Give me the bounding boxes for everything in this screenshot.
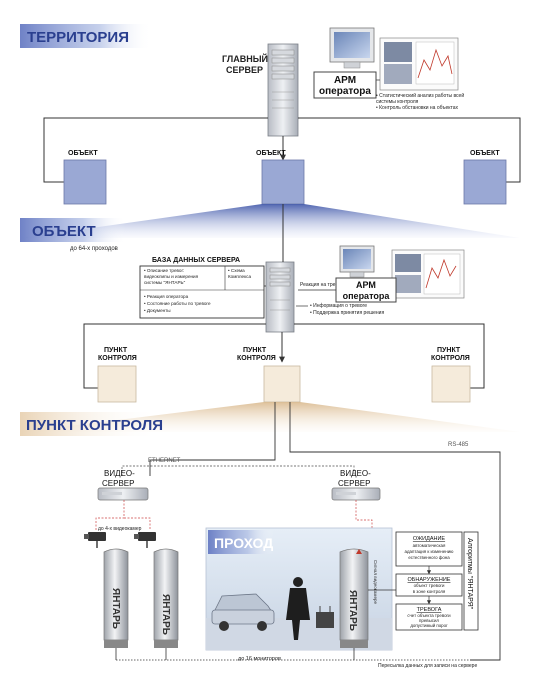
cp-left-label-2: КОНТРОЛЯ xyxy=(98,355,137,362)
operator-screenshot xyxy=(379,37,459,91)
arm-label-2-1: АРМ xyxy=(356,280,376,290)
checkpoint-band xyxy=(20,412,160,436)
db-right-1: • Схема xyxy=(228,268,245,273)
main-server-label-1: ГЛАВНЫЙ xyxy=(222,53,268,64)
link-main-to-object-left xyxy=(43,117,268,183)
db-left-3: системы "ЯНТАРЬ" xyxy=(144,280,186,285)
db-box xyxy=(139,265,265,319)
operator-screenshot-2 xyxy=(391,249,465,299)
ethernet-line xyxy=(121,465,355,476)
mode-alarm-line-2: превысил xyxy=(419,618,439,623)
mode-waiting-line-1: автоматическая xyxy=(413,543,446,548)
object-center-label: ОБЪЕКТ xyxy=(256,150,286,157)
object-box-left xyxy=(63,159,107,205)
territory-band xyxy=(20,24,152,48)
camera-icon-left-2 xyxy=(134,532,156,548)
cp-left-label-1: ПУНКТ xyxy=(104,347,128,354)
vs-left-label-2: СЕРВЕР xyxy=(102,479,134,488)
cp-box-right xyxy=(431,365,471,403)
arm-label-2-2: оператора xyxy=(343,291,391,301)
yantar-pillar-left-2 xyxy=(153,548,179,648)
info-1: • Информация о тревоге xyxy=(310,303,367,309)
link-cp-to-ethernet xyxy=(149,402,276,476)
db-right-2: Комплекса xyxy=(228,274,251,279)
section-passage: ПРОХОД xyxy=(214,535,273,551)
camera-icon-left-1 xyxy=(84,532,106,548)
rs485-label: RS-485 xyxy=(448,442,469,448)
mode-waiting-line-3: естественного фона xyxy=(408,555,450,560)
db-bottom-3: • Документы xyxy=(144,308,171,313)
object-left-label: ОБЪЕКТ xyxy=(68,150,98,157)
section-territory: ТЕРРИТОРИЯ xyxy=(27,29,129,46)
territory-note-2: системы контроля xyxy=(376,99,419,105)
section-object: ОБЪЕКТ xyxy=(32,223,96,240)
mode-detection-line-1: объект тревоги xyxy=(414,583,445,588)
mode-detection-line-2: в зоне контроля xyxy=(413,589,446,594)
cp-center-label-1: ПУНКТ xyxy=(243,347,267,354)
link-server-to-cp-left xyxy=(83,323,266,389)
signal-label: Сигнал видеокамере xyxy=(373,560,378,604)
video-server-right-icon xyxy=(331,487,381,501)
data-transfer-label: Пересылка данных для записи на сервере xyxy=(378,663,477,669)
db-title: БАЗА ДАННЫХ СЕРВЕРА xyxy=(152,257,240,264)
territory-note-3: • Контроль обстановки на объектах xyxy=(376,105,458,111)
mode-box-alarm xyxy=(395,603,463,631)
link-server-to-cp-right xyxy=(294,323,485,389)
cp-box-left xyxy=(97,365,137,403)
operator-monitor-icon-2 xyxy=(339,245,375,278)
cp-box-center xyxy=(263,365,301,403)
operator-monitor-icon xyxy=(329,27,375,69)
mode-alarm-line-3: допустимый порог xyxy=(410,623,448,628)
mode-alarm-line-1: счет объекта тревоги xyxy=(407,613,451,618)
arm-operator-box-2: АРМ оператора xyxy=(335,277,397,303)
object-box-right xyxy=(463,159,507,205)
yantar-pillar-left-1 xyxy=(103,548,129,648)
mode-waiting-line-2: адаптация к изменению xyxy=(405,549,455,554)
main-server-icon xyxy=(267,43,299,137)
yantar-pillar-right xyxy=(339,548,369,648)
object-box-center xyxy=(261,159,305,205)
db-bottom-1: • Реакция оператора xyxy=(144,294,189,299)
link-main-to-object-right xyxy=(298,117,521,183)
db-bottom-2: • Состояние работы по тревоге xyxy=(144,301,211,306)
passage-band xyxy=(208,530,274,554)
vs-right-label-2: СЕРВЕР xyxy=(338,479,370,488)
cp-right-label-1: ПУНКТ xyxy=(437,347,461,354)
arm-operator-box-top: АРМ оператора xyxy=(313,71,377,99)
ethernet-label: ETHERNET xyxy=(148,458,181,464)
object-server-icon xyxy=(265,261,295,333)
object-band xyxy=(20,218,126,242)
cp-right-label-2: КОНТРОЛЯ xyxy=(431,355,470,362)
up-to-64: до 64-х проходов xyxy=(70,246,118,252)
alarm-reaction: Реакция на тревогу xyxy=(300,282,346,288)
main-server-label-2: СЕРВЕР xyxy=(226,65,263,75)
db-left-1: • Описание тревог: xyxy=(144,268,184,273)
up-to-cameras: до 4-х видеокамер xyxy=(98,526,142,532)
arm-label-top-1: АРМ xyxy=(334,75,356,86)
modes-title: Алгоритмы "ЯНТАРЯ" xyxy=(466,538,473,610)
cp-center-label-2: КОНТРОЛЯ xyxy=(237,355,276,362)
mode-waiting-title: ОЖИДАНИЕ xyxy=(413,536,446,542)
object-fan xyxy=(20,204,520,238)
arm-label-top-2: оператора xyxy=(319,86,371,97)
yantar-label-1: ЯНТАРЬ xyxy=(110,588,121,629)
vs-left-label-1: ВИДЕО- xyxy=(104,469,135,478)
mode-alarm-title: ТРЕВОГА xyxy=(417,607,442,613)
yantar-label-3: ЯНТАРЬ xyxy=(347,590,358,631)
section-checkpoint: ПУНКТ КОНТРОЛЯ xyxy=(26,417,163,434)
modes-title-box xyxy=(463,531,479,631)
mode-box-waiting xyxy=(395,531,463,567)
info-2: • Поддержка принятия решения xyxy=(310,310,384,316)
vs-right-label-1: ВИДЕО- xyxy=(340,469,371,478)
db-left-2: видеоклипы и измерения xyxy=(144,274,199,279)
object-right-label: ОБЪЕКТ xyxy=(470,150,500,157)
yantar-label-2: ЯНТАРЬ xyxy=(160,594,171,635)
mode-detection-title: ОБНАРУЖЕНИЕ xyxy=(408,577,451,583)
rs485-line xyxy=(289,402,501,661)
up-to-monitors: до 16 мониторов xyxy=(238,656,281,662)
video-server-left-icon xyxy=(97,487,149,501)
territory-note-1: • Статистический анализ работы всей xyxy=(376,92,464,99)
